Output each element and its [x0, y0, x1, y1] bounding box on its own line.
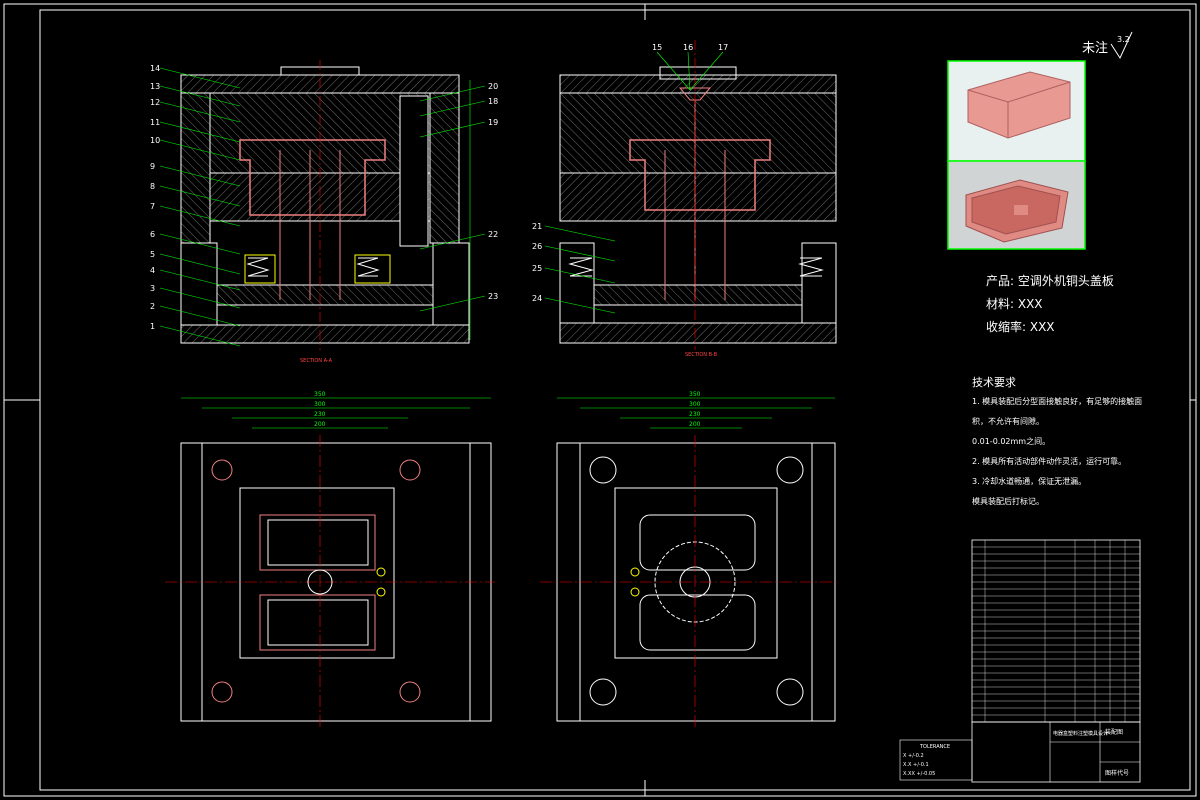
part-number-label: 15 — [652, 43, 662, 52]
tolerance-row: X +/-0.2 — [903, 753, 924, 759]
section-b-part-labels: 15 16 17 21 26 25 24 — [532, 43, 728, 314]
dimension-label: 230 — [689, 411, 701, 418]
part-number-label: 2 — [150, 302, 155, 311]
tech-line: 2. 模具所有活动部件动作灵活，运行可靠。 — [972, 456, 1126, 466]
bill-of-materials — [971, 539, 1141, 723]
title-block-drawing-no: 装配图 — [1105, 728, 1123, 736]
part-number-label: 26 — [532, 242, 542, 251]
dimension-label: 300 — [689, 401, 701, 408]
section-b-label: SECTION B-B — [685, 352, 718, 358]
roughness-value: 3.2 — [1117, 35, 1130, 44]
plan-view-left — [165, 397, 495, 730]
section-a-label: SECTION A-A — [300, 358, 333, 364]
dimension-label: 350 — [314, 391, 326, 398]
plan-left-dimensions: 350 300 230 200 — [314, 391, 326, 428]
part-number-label: 19 — [488, 118, 498, 127]
part-number-label: 5 — [150, 250, 155, 259]
part-number-label: 4 — [150, 266, 155, 275]
part-number-label: 9 — [150, 162, 155, 171]
dimension-label: 300 — [314, 401, 326, 408]
part-number-label: 10 — [150, 136, 160, 145]
part-number-label: 17 — [718, 43, 728, 52]
tech-line: 0.01-0.02mm之间。 — [972, 436, 1050, 446]
part-render-top — [947, 60, 1086, 162]
part-number-label: 16 — [683, 43, 693, 52]
dimension-label: 350 — [689, 391, 701, 398]
part-number-label: 1 — [150, 322, 155, 331]
part-number-label: 11 — [150, 118, 160, 127]
plan-view-right — [540, 397, 840, 730]
part-render-bottom — [947, 160, 1086, 250]
material-line: 材料: XXX — [986, 297, 1043, 311]
tolerance-title: TOLERANCE — [919, 744, 950, 750]
title-block-name: 电器盒塑料注塑模具设计 — [1053, 730, 1108, 737]
plan-right-dimensions: 350 300 230 200 — [689, 391, 701, 428]
part-number-label: 8 — [150, 182, 155, 191]
dimension-label: 230 — [314, 411, 326, 418]
part-number-label: 14 — [150, 64, 160, 73]
tech-line: 积，不允许有间隙。 — [972, 416, 1044, 426]
part-number-label: 12 — [150, 98, 160, 107]
shrinkage-line: 收缩率: XXX — [986, 319, 1055, 334]
dimension-label: 200 — [314, 421, 326, 428]
title-block-sheet: 图样代号 — [1105, 769, 1129, 777]
part-number-label: 21 — [532, 222, 542, 231]
part-number-label: 6 — [150, 230, 155, 239]
part-number-label: 23 — [488, 292, 498, 301]
part-number-label: 22 — [488, 230, 498, 239]
dimension-label: 200 — [689, 421, 701, 428]
part-number-label: 20 — [488, 82, 498, 91]
part-number-label: 3 — [150, 284, 155, 293]
section-b-b: SECTION B-B — [559, 40, 837, 358]
tolerance-box: TOLERANCE X +/-0.2X.X +/-0.1X.XX +/-0.05 — [899, 739, 973, 781]
tech-line: 1. 模具装配后分型面接触良好，有足够的接触面 — [972, 396, 1142, 406]
part-number-label: 13 — [150, 82, 160, 91]
part-number-label: 18 — [488, 97, 498, 106]
roughness-note: 未注 — [1082, 41, 1108, 56]
tech-title: 技术要求 — [972, 376, 1016, 389]
product-line: 产品: 空调外机铜头盖板 — [986, 273, 1114, 288]
title-block: 电器盒塑料注塑模具设计 装配图 图样代号 — [971, 721, 1141, 783]
part-number-label: 25 — [532, 264, 542, 273]
tech-line: 模具装配后打标记。 — [972, 496, 1044, 506]
section-a-part-labels: 14 13 12 11 10 9 8 7 6 5 4 3 2 1 20 18 19 22 23 — [150, 64, 498, 347]
tolerance-row: X.X +/-0.1 — [903, 762, 929, 768]
part-number-label: 24 — [532, 294, 542, 303]
tech-line: 3. 冷却水道畅通，保证无泄漏。 — [972, 476, 1086, 486]
part-number-label: 7 — [150, 202, 155, 211]
section-a-a: SECTION A-A — [180, 60, 471, 364]
tolerance-row: X.XX +/-0.05 — [903, 771, 935, 777]
